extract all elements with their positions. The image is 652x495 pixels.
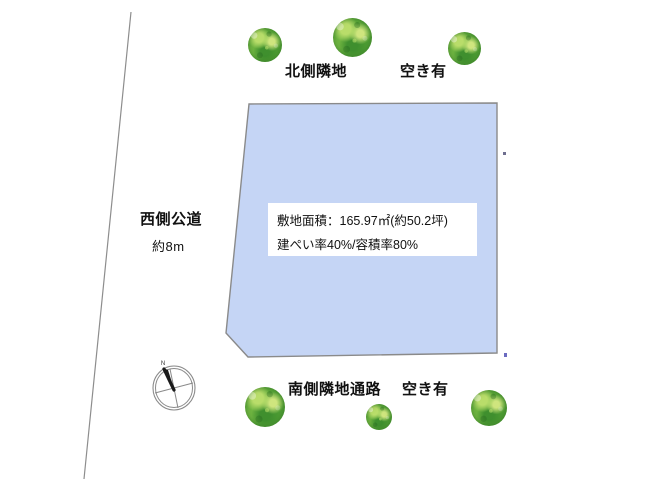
compass-north-letter: N — [161, 361, 165, 367]
compass-outer-ring — [152, 365, 196, 411]
label-south-vacant-status: 空き有 — [402, 381, 449, 398]
compass-rose: N — [152, 361, 196, 411]
tree-north-left — [248, 28, 282, 62]
compass-needle-shaft — [162, 367, 176, 392]
boundary-tick-east — [503, 152, 506, 155]
boundary-tick-southeast — [504, 353, 507, 357]
label-west-public-road: 西側公道 — [140, 211, 203, 228]
label-north-adjacent-land: 北側隣地 — [285, 63, 348, 80]
tree-south-left — [245, 387, 285, 427]
tree-south-right — [471, 390, 507, 426]
west-road-boundary-line — [83, 11, 132, 480]
label-west-public-road-width: 約8m — [152, 239, 185, 254]
tree-north-right — [448, 32, 481, 65]
compass-inner-ring — [155, 368, 193, 408]
tree-north-center — [333, 18, 372, 57]
tree-south-center — [366, 404, 392, 430]
parcel-site-area-text: 敷地面積：165.97㎡(約50.2坪) — [277, 214, 448, 228]
parcel-ratio-text: 建ぺい率40%/容積率80% — [277, 237, 419, 252]
label-north-vacant-status: 空き有 — [400, 63, 447, 80]
parcel-info-box: 敷地面積：165.97㎡(約50.2坪) 建ぺい率40%/容積率80% — [268, 203, 477, 256]
label-south-adjacent-passage: 南側隣地通路 — [288, 381, 382, 398]
